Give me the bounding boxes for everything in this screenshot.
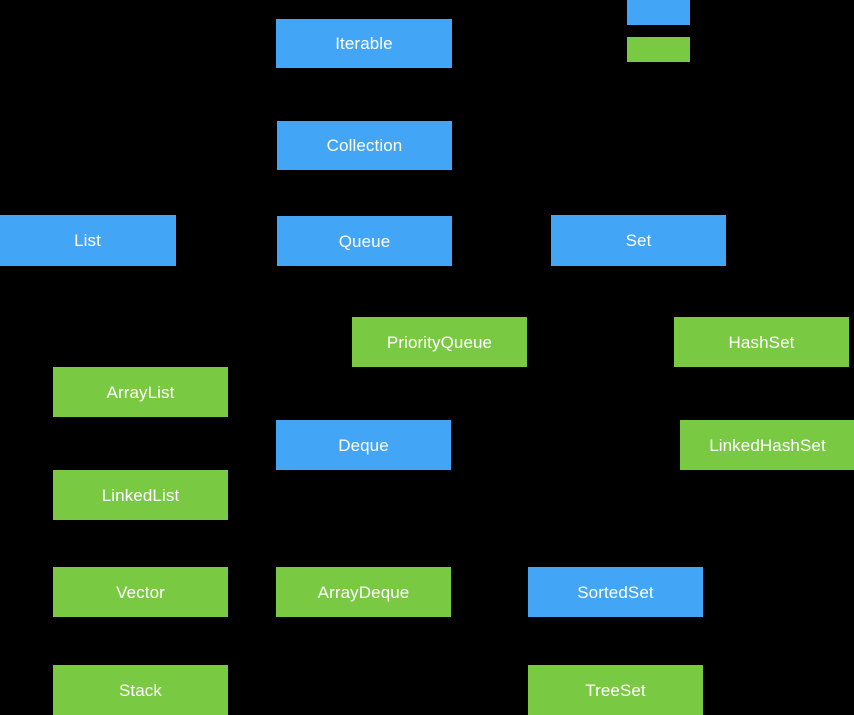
node-queue[interactable]: Queue <box>277 216 452 266</box>
node-linkedlist[interactable]: LinkedList <box>53 470 228 520</box>
node-vector[interactable]: Vector <box>53 567 228 617</box>
legend-swatch-interface <box>627 0 690 25</box>
node-set[interactable]: Set <box>551 215 726 266</box>
node-deque[interactable]: Deque <box>276 420 451 470</box>
node-treeset[interactable]: TreeSet <box>528 665 703 715</box>
node-linkedhashset[interactable]: LinkedHashSet <box>680 420 854 470</box>
node-arraylist[interactable]: ArrayList <box>53 367 228 417</box>
node-stack[interactable]: Stack <box>53 665 228 715</box>
node-iterable[interactable]: Iterable <box>276 19 452 68</box>
node-hashset[interactable]: HashSet <box>674 317 849 367</box>
node-arraydeque[interactable]: ArrayDeque <box>276 567 451 617</box>
node-list[interactable]: List <box>0 215 176 266</box>
node-collection[interactable]: Collection <box>277 121 452 170</box>
node-sortedset[interactable]: SortedSet <box>528 567 703 617</box>
legend-swatch-class <box>627 37 690 62</box>
node-priorityqueue[interactable]: PriorityQueue <box>352 317 527 367</box>
